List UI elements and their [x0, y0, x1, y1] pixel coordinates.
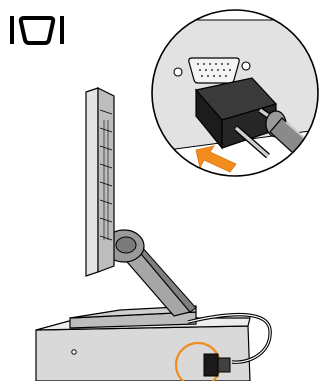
vga-port-icon	[12, 16, 62, 44]
stand-arm	[104, 230, 196, 316]
zoom-inset	[152, 10, 329, 176]
monitor-screen	[86, 88, 114, 276]
